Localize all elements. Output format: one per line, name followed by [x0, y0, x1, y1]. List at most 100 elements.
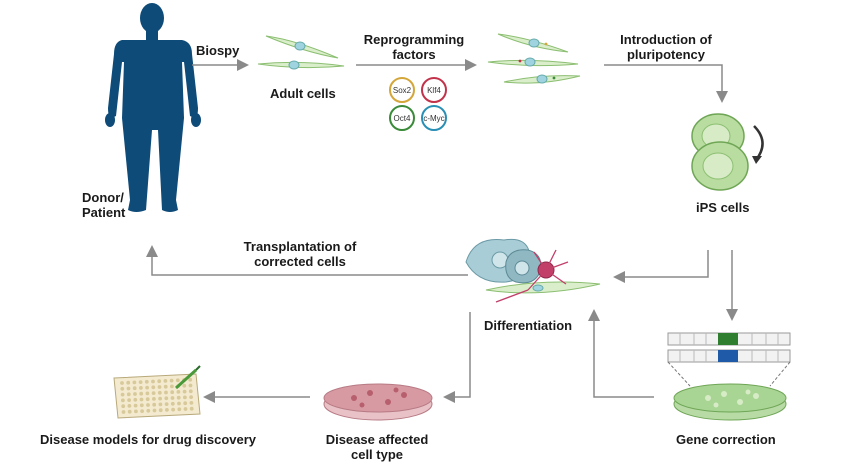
ips-cells-icon: [691, 113, 764, 191]
well: [169, 378, 174, 383]
well: [120, 381, 124, 385]
well: [144, 379, 149, 384]
well: [139, 403, 144, 408]
well: [182, 383, 187, 388]
arrow-ips-to-differentiation: [613, 250, 709, 283]
well: [158, 396, 163, 401]
disease-cell-type-label: Disease affected cell type: [316, 432, 438, 462]
well: [176, 390, 181, 394]
well: [189, 406, 194, 411]
well: [127, 404, 132, 408]
well: [177, 407, 182, 412]
well: [164, 402, 169, 406]
well: [188, 389, 193, 394]
transplantation-label-line2: corrected cells: [254, 254, 346, 269]
adult-cells-label: Adult cells: [270, 86, 336, 101]
transplantation-label-line1: Transplantation of: [243, 239, 357, 254]
well: [132, 380, 137, 385]
well: [152, 397, 156, 401]
well-plate-icon: [113, 365, 201, 419]
well: [126, 392, 131, 397]
well: [177, 401, 181, 406]
well: [145, 391, 150, 396]
factor-cmyc-ring: [421, 105, 447, 131]
well: [183, 395, 187, 400]
factor-oct4-ring: [389, 105, 415, 131]
gene-correction-dish-icon: [673, 383, 787, 421]
reprogramming-label-line1: Reprogramming: [363, 32, 465, 47]
donor-figure-icon: [105, 3, 201, 212]
disease-cell-type-line2: cell type: [350, 447, 404, 462]
well: [146, 408, 151, 413]
well: [183, 401, 188, 406]
well: [146, 403, 150, 407]
well: [139, 391, 144, 396]
well: [189, 395, 194, 399]
well: [126, 386, 131, 391]
well: [133, 392, 137, 396]
well: [163, 384, 168, 389]
well: [140, 409, 145, 413]
reprogrammed-cells-icon: [487, 33, 581, 84]
well: [120, 392, 125, 397]
well: [170, 396, 175, 400]
reprogramming-factors-label: Reprogramming factors: [362, 32, 466, 62]
well: [145, 385, 150, 390]
well: [189, 401, 194, 405]
well: [138, 380, 143, 384]
factor-sox2-label: Sox2: [393, 86, 412, 95]
well: [175, 378, 180, 383]
well: [151, 379, 155, 384]
well: [164, 396, 169, 401]
reprogramming-label-line2: factors: [392, 47, 436, 62]
well: [139, 386, 143, 390]
well: [182, 389, 187, 394]
well: [158, 408, 163, 413]
reprogramming-factors-icon: Sox2 Klf4 Oct4 c-Myc: [389, 77, 447, 131]
well: [164, 390, 168, 395]
well: [139, 397, 144, 402]
well: [170, 384, 174, 389]
well: [163, 379, 168, 383]
arrow-pluripotency: [604, 64, 728, 103]
flow-arrows: [146, 59, 738, 403]
well: [127, 398, 131, 402]
adult-cells-icon: [257, 35, 345, 70]
factor-oct4-label: Oct4: [394, 114, 411, 123]
disease-cell-type-line1: Disease affected: [325, 432, 429, 447]
well: [127, 409, 132, 414]
arrow-gene-to-differentiation: [588, 309, 654, 398]
well: [176, 395, 181, 400]
well: [121, 404, 126, 409]
well: [158, 402, 163, 407]
well: [183, 407, 188, 411]
differentiated-cells-icon: [465, 238, 601, 303]
disease-models-label: Disease models for drug discovery: [40, 432, 257, 447]
well: [132, 386, 137, 391]
ips-cells-label: iPS cells: [696, 200, 750, 215]
well: [151, 385, 156, 390]
well: [157, 379, 162, 384]
gene-correction-dna-icon: [667, 332, 791, 387]
well: [157, 390, 162, 395]
well: [188, 377, 193, 382]
well: [152, 402, 157, 407]
well: [152, 408, 157, 413]
arrow-transplantation: [146, 245, 468, 276]
differentiation-label: Differentiation: [484, 318, 573, 333]
well: [120, 386, 125, 391]
well: [134, 409, 138, 414]
well: [188, 383, 193, 388]
well: [171, 407, 176, 412]
gene-correction-label: Gene correction: [676, 432, 776, 447]
arrow-differentiation-to-disease: [443, 312, 471, 403]
factor-sox2-ring: [389, 77, 415, 103]
donor-label-line2: Patient: [82, 205, 126, 220]
pluripotency-label-line2: pluripotency: [626, 47, 705, 62]
disease-cell-dish-icon: [323, 383, 433, 421]
well: [133, 403, 138, 408]
transplantation-label: Transplantation of corrected cells: [226, 239, 374, 269]
well: [157, 385, 162, 389]
